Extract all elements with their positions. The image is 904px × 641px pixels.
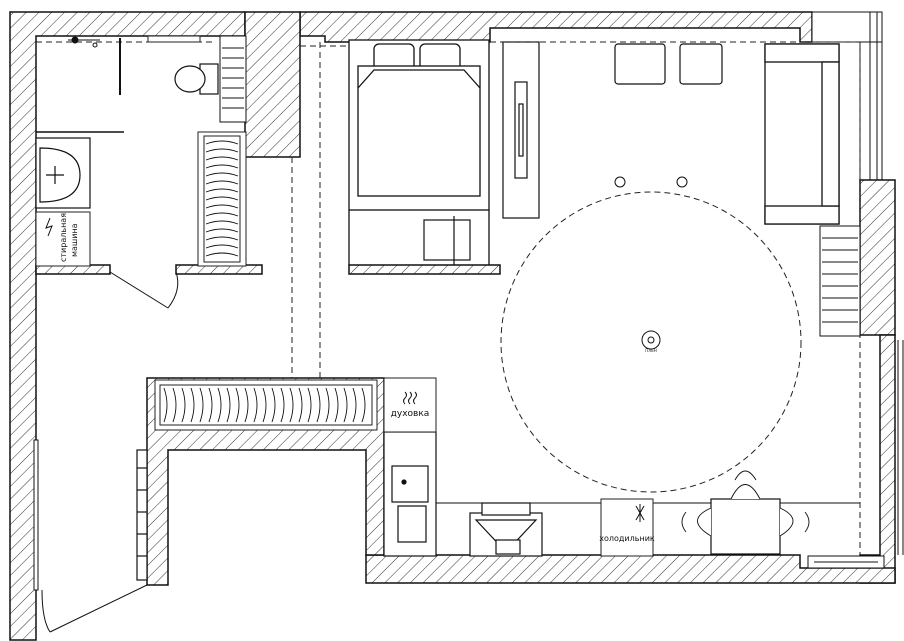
hanger-stroke xyxy=(181,387,186,423)
hanger-stroke xyxy=(226,387,231,423)
small-light-1 xyxy=(614,176,626,188)
tv-unit xyxy=(502,41,540,219)
snowflake-icon xyxy=(635,504,645,522)
hanger-stroke xyxy=(307,387,312,423)
stool-2 xyxy=(679,43,723,85)
hanger-stroke xyxy=(205,236,239,241)
hanger-stroke xyxy=(361,387,366,423)
radiator-bottom xyxy=(807,555,885,569)
wall-bottom xyxy=(365,554,896,584)
bed xyxy=(348,39,490,211)
hanger-stroke xyxy=(205,196,239,201)
dining-chairs xyxy=(681,470,810,537)
hanger-stroke xyxy=(253,387,258,423)
hanger-stroke xyxy=(163,387,168,423)
hall-wardrobe xyxy=(197,131,247,267)
hanger-stroke xyxy=(208,387,213,423)
hanger-stroke xyxy=(205,244,239,249)
hanger-stroke xyxy=(190,387,195,423)
wall-right-upper xyxy=(859,179,896,336)
hanger-stroke xyxy=(205,204,239,209)
hanger-stroke xyxy=(205,220,239,225)
radiator-right xyxy=(819,225,861,337)
hanger-stroke xyxy=(205,172,239,177)
entrance xyxy=(33,439,148,640)
shoe-rack xyxy=(136,449,148,581)
hanger-stroke xyxy=(205,228,239,233)
hanger-stroke xyxy=(205,212,239,217)
bedside-table xyxy=(423,216,471,265)
hanger-stroke xyxy=(205,188,239,193)
hanger-stroke xyxy=(205,156,239,161)
hanger-stroke xyxy=(235,387,240,423)
fridge: холодильник xyxy=(599,498,655,557)
toilet-icon xyxy=(174,63,219,95)
hanger-stroke xyxy=(271,387,276,423)
washing-machine: стиральная машина xyxy=(35,211,91,267)
wall-top xyxy=(299,11,813,43)
bath-shelf xyxy=(147,35,201,43)
dishwasher xyxy=(469,502,543,557)
living-room: ПЛЕН духовка xyxy=(383,41,885,569)
hanger-stroke xyxy=(217,387,222,423)
hanger-stroke xyxy=(298,387,303,423)
window-right xyxy=(811,11,904,555)
wall-kitchen-stub xyxy=(348,264,501,275)
hanger-stroke xyxy=(205,252,239,257)
hanger-stroke xyxy=(334,387,339,423)
hanger-stroke xyxy=(172,387,177,423)
hanger-stroke xyxy=(244,387,249,423)
hanger-stroke xyxy=(280,387,285,423)
heat-waves-icon xyxy=(403,391,417,405)
kitchen-sink xyxy=(383,431,437,557)
hanger-stroke xyxy=(205,180,239,185)
ceiling-light-label: ПЛЕН xyxy=(645,348,657,353)
hanger-stroke xyxy=(199,387,204,423)
round-rug xyxy=(500,191,802,493)
shower-icon xyxy=(68,36,121,95)
hanger-stroke xyxy=(205,164,239,169)
washer-label-2: машина xyxy=(70,223,79,257)
bed-area xyxy=(291,39,540,378)
oven: духовка xyxy=(383,377,437,433)
small-light-2 xyxy=(676,176,688,188)
hanger-stroke xyxy=(343,387,348,423)
lightning-icon xyxy=(45,217,53,237)
hanger-stroke xyxy=(325,387,330,423)
wall-right-lower xyxy=(859,334,896,584)
hanger-stroke xyxy=(352,387,357,423)
towel-radiator xyxy=(219,35,247,123)
entrance-door[interactable] xyxy=(33,439,148,640)
fridge-label: холодильник xyxy=(599,534,655,543)
sofa xyxy=(764,43,840,225)
hanger-stroke xyxy=(316,387,321,423)
hanger-stroke xyxy=(205,148,239,153)
wall-left xyxy=(9,11,246,641)
wall-bath-right xyxy=(244,11,301,158)
bathroom-door[interactable] xyxy=(109,271,179,309)
dining-table xyxy=(710,498,781,555)
bathroom: стиральная машина xyxy=(35,35,247,309)
hall-closet xyxy=(154,379,378,431)
ceiling-light: ПЛЕН xyxy=(641,330,661,353)
sink-icon xyxy=(35,137,91,209)
washer-label-1: стиральная xyxy=(59,213,68,262)
hanger-stroke xyxy=(205,140,239,145)
oven-label: духовка xyxy=(391,409,430,419)
stool-1 xyxy=(614,43,666,85)
hanger-stroke xyxy=(262,387,267,423)
hanger-stroke xyxy=(289,387,294,423)
